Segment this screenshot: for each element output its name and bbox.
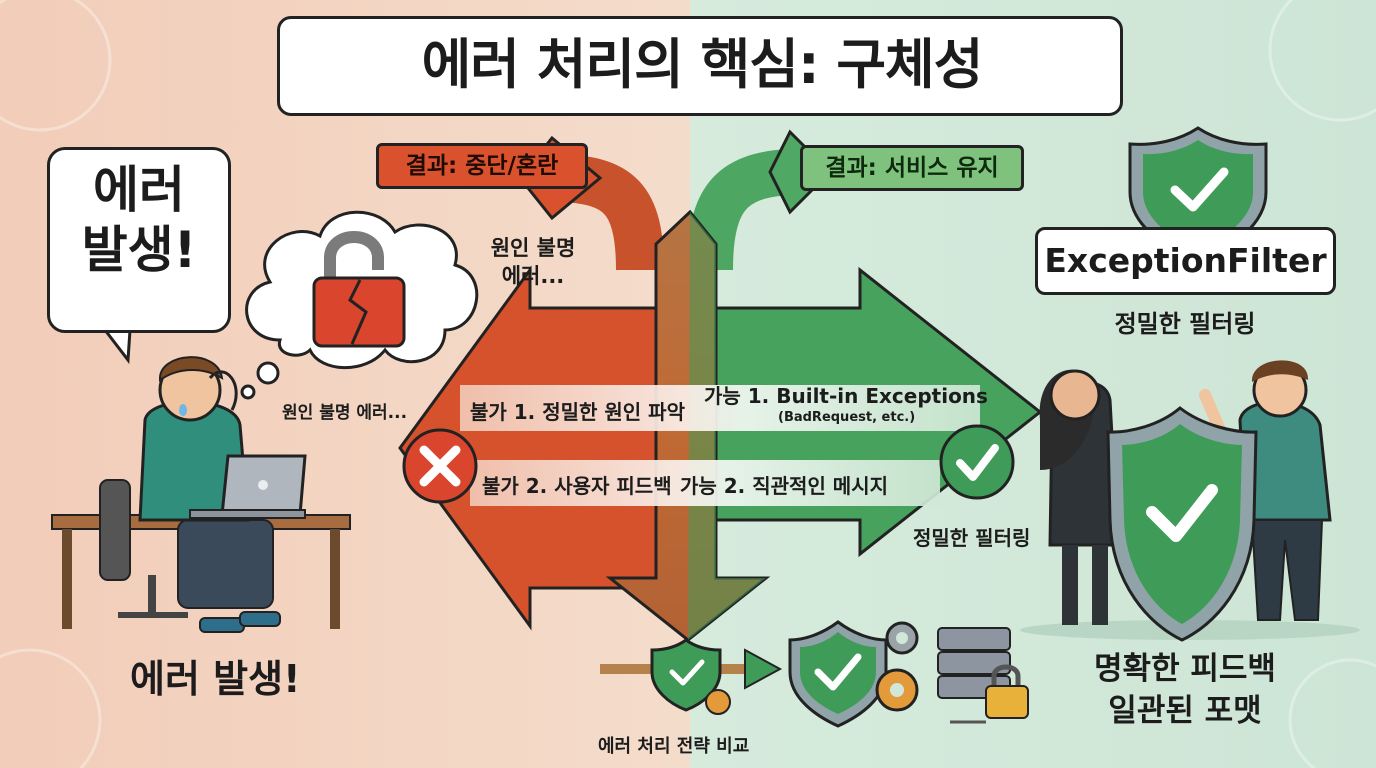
right-bottom-caption: 명확한 피드백 일관된 포맷: [1050, 648, 1320, 732]
title-box: [277, 16, 1123, 116]
thought-caption: 원인 불명 에러...: [282, 403, 408, 423]
right-bottom-line-2: 일관된 포맷: [1108, 693, 1262, 729]
floating-caption-line-1: 원인 불명: [490, 236, 576, 260]
floating-caption: 원인 불명 에러...: [478, 234, 588, 290]
page-title: 에러 처리의 핵심: 구체성: [421, 33, 984, 96]
result-tag-right: 결과: 서비스 유지: [800, 145, 1024, 191]
bottom-center-caption: 에러 처리 전략 비교: [598, 736, 750, 757]
speech-line-2: 발생!: [81, 221, 197, 279]
speech-bubble: [47, 147, 231, 333]
floating-caption-line-2: 에러...: [501, 264, 565, 288]
right-item-2: 가능 2. 직관적인 메시지: [680, 474, 889, 498]
filter-caption: 정밀한 필터링: [913, 526, 1031, 550]
result-tag-left: 결과: 중단/혼란: [376, 143, 588, 189]
exception-filter-box: [1035, 227, 1336, 295]
speech-bubble-text: 에러 발생!: [47, 160, 231, 280]
exception-filter-sub: 정밀한 필터링: [1114, 310, 1256, 338]
right-item-1-sub: (BadRequest, etc.): [778, 410, 916, 425]
left-item-2: 불가 2. 사용자 피드백: [482, 474, 672, 498]
left-item-1: 불가 1. 정밀한 원인 파악: [470, 400, 685, 424]
right-bottom-line-1: 명확한 피드백: [1094, 651, 1276, 687]
speech-line-1: 에러: [93, 161, 185, 219]
exception-filter-label: ExceptionFilter: [1044, 241, 1327, 280]
left-bottom-caption: 에러 발생!: [130, 657, 301, 701]
right-item-1: 가능 1. Built-in Exceptions: [704, 384, 988, 408]
